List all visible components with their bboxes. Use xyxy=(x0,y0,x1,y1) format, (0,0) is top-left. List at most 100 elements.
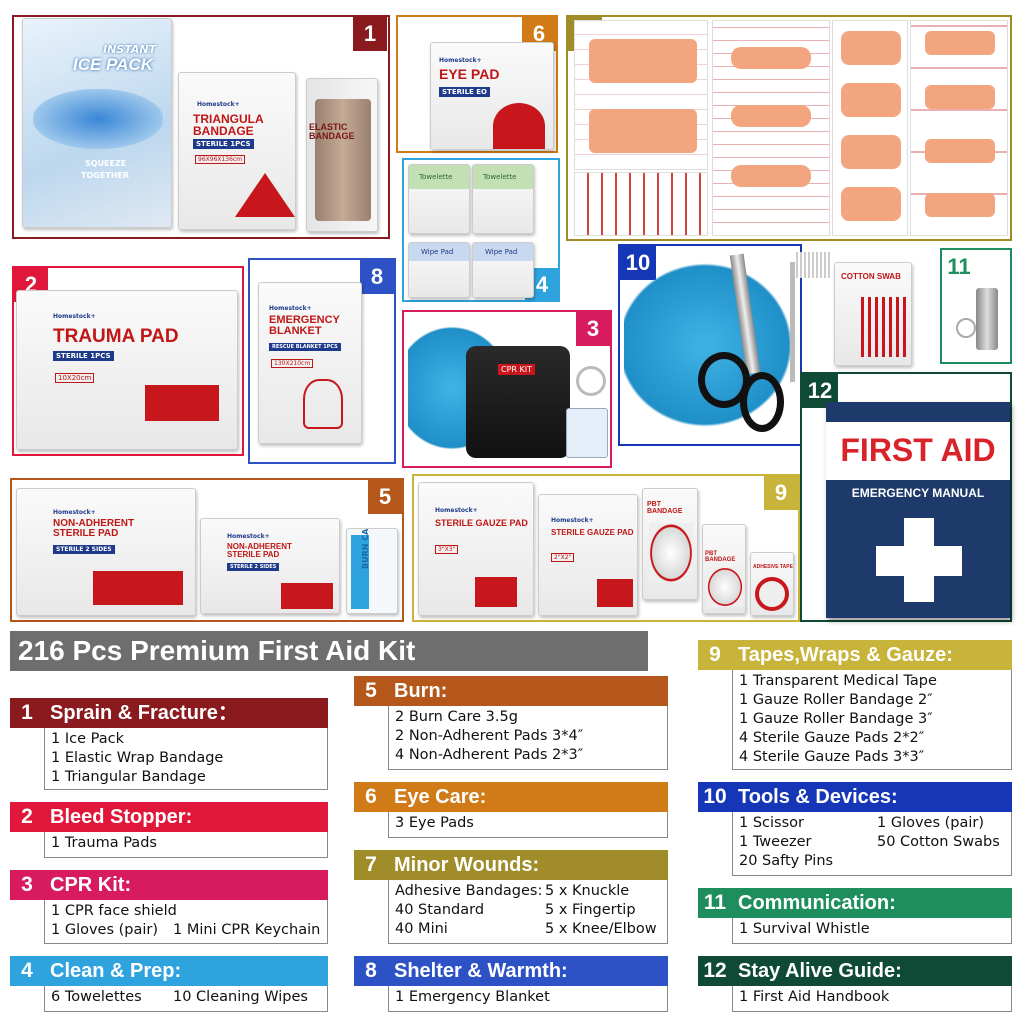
blanket-size: 130X210cm xyxy=(271,359,314,368)
category-6-title: Eye Care: xyxy=(394,786,487,808)
bandage-strip-5 xyxy=(731,165,811,187)
trauma-size: 10X20cm xyxy=(55,373,95,383)
towelette-band-1 xyxy=(409,165,469,189)
category-11: 11 Communication: 1 Survival Whistle xyxy=(698,888,1012,946)
eye-pad-sterile: STERILE EO xyxy=(439,87,491,97)
elastic-roll xyxy=(315,99,371,221)
pbt-small-title: PBT BANDAGE xyxy=(705,551,736,563)
pbt-large-title: PBT BANDAGE xyxy=(647,501,683,515)
gauze-large-size: 3"X3" xyxy=(435,545,459,554)
na-large-red-patch xyxy=(93,571,183,605)
blanket-sterile: RESCUE BLANKET 1PCS xyxy=(269,343,341,351)
category-7: 7 Minor Wounds: Adhesive Bandages: 5 x K… xyxy=(354,850,668,946)
knuckle-1 xyxy=(841,31,901,65)
bandage-strip-4 xyxy=(731,105,811,127)
category-11-body: 1 Survival Whistle xyxy=(732,918,1012,944)
na-large-title: NON-ADHERENT STERILE PAD xyxy=(53,518,135,539)
category-1: 1 Sprain & Fracture： 1 Ice Pack 1 Elasti… xyxy=(10,698,328,792)
category-8-number: 8 xyxy=(365,959,377,982)
triangular-sterile: STERILE 1PCS xyxy=(193,139,254,149)
eye-pad-title: EYE PAD xyxy=(439,66,500,82)
badge-11: 11 xyxy=(942,250,976,284)
bandage-strip-2 xyxy=(589,109,697,153)
category-12-item: 1 First Aid Handbook xyxy=(739,989,890,1005)
eye-pad-red-oval xyxy=(493,103,545,149)
category-9-item: 1 Gauze Roller Bandage 2″ xyxy=(739,692,933,708)
adhesive-tape-pack: ADHESIVE TAPE xyxy=(750,552,794,616)
group-8-frame xyxy=(248,258,396,464)
category-3-number: 3 xyxy=(21,873,33,896)
category-8-item: 1 Emergency Blanket xyxy=(395,989,550,1005)
bandage-strip-1 xyxy=(589,39,697,83)
pbt-large-pack: PBT BANDAGE xyxy=(642,488,698,600)
eye-pad-brand: Homestock+ xyxy=(439,57,482,64)
bandage-stack xyxy=(712,20,830,236)
category-10-pair-left: 1 Scissor xyxy=(739,815,804,831)
fingertip-1 xyxy=(925,31,995,55)
category-4-header: 4 Clean & Prep: xyxy=(10,956,328,986)
category-12-title: Stay Alive Guide: xyxy=(738,960,902,982)
gauze-small-title: STERILE GAUZE PAD xyxy=(551,528,634,537)
category-4-number: 4 xyxy=(21,959,33,982)
wipe-band-1 xyxy=(409,243,469,261)
category-3-pair-row: 1 Gloves (pair) 1 Mini CPR Keychain xyxy=(51,921,321,940)
category-4-pair-left: 6 Towelettes xyxy=(51,989,142,1005)
cpr-face-shield xyxy=(566,408,608,458)
category-5-header: 5 Burn: xyxy=(354,676,668,706)
category-1-title: Sprain & Fracture： xyxy=(50,702,238,724)
category-2-item: 1 Trauma Pads xyxy=(51,835,157,851)
category-10-header: 10 Tools & Devices: xyxy=(698,782,1012,812)
gauze-large-red-patch xyxy=(475,577,517,607)
category-1-item: 1 Triangular Bandage xyxy=(51,769,206,785)
triangular-brand: Homestock+ xyxy=(197,101,240,108)
blanket-brand: Homestock+ xyxy=(269,305,312,312)
category-12: 12 Stay Alive Guide: 1 First Aid Handboo… xyxy=(698,956,1012,1014)
eye-pad-pack: Homestock+ EYE PAD STERILE EO xyxy=(430,42,554,150)
triangular-size: 96X96X136cm xyxy=(195,155,246,164)
category-7-pair-right: 5 x Knee/Elbow xyxy=(545,921,657,937)
category-1-item: 1 Ice Pack xyxy=(51,731,124,747)
triangular-bandage-pack: Homestock+ TRIANGULA BANDAGE STERILE 1PC… xyxy=(178,72,296,230)
category-9-item: 4 Sterile Gauze Pads 3*3″ xyxy=(739,749,925,765)
category-10-pair-right: 50 Cotton Swabs xyxy=(877,834,1000,850)
category-4-pair-row: 6 Towelettes 10 Cleaning Wipes xyxy=(51,988,321,1007)
kit-title-banner: 216 Pcs Premium First Aid Kit xyxy=(10,631,648,671)
survival-whistle xyxy=(976,288,998,350)
ice-pack-line1: INSTANT xyxy=(103,43,157,56)
category-12-number: 12 xyxy=(703,959,727,982)
triangular-red-triangle xyxy=(235,173,295,217)
badge-9: 9 xyxy=(764,476,798,510)
towelette-label-2: Towelette xyxy=(483,173,517,181)
category-2-title: Bleed Stopper: xyxy=(50,806,193,828)
category-10: 10 Tools & Devices: 1 Scissor 1 Gloves (… xyxy=(698,782,1012,878)
group-12-frame xyxy=(800,372,1012,622)
category-5-body: 2 Burn Care 3.5g 2 Non-Adherent Pads 3*4… xyxy=(388,706,668,770)
trauma-red-patch xyxy=(145,385,219,421)
category-11-number: 11 xyxy=(703,891,727,914)
category-3-title: CPR Kit: xyxy=(50,874,132,896)
na-small-title: NON-ADHERENT STERILE PAD xyxy=(227,542,292,559)
towelette-label-1: Towelette xyxy=(419,173,453,181)
tape-roll xyxy=(755,577,789,611)
category-8: 8 Shelter & Warmth: 1 Emergency Blanket xyxy=(354,956,668,1014)
category-5-item: 2 Non-Adherent Pads 3*4″ xyxy=(395,728,584,744)
ice-pack-liquid xyxy=(33,89,163,149)
group-1-frame xyxy=(12,15,390,239)
category-4-body: 6 Towelettes 10 Cleaning Wipes xyxy=(44,986,328,1012)
gauze-large-brand: Homestock+ xyxy=(435,507,478,514)
category-9-body: 1 Transparent Medical Tape 1 Gauze Rolle… xyxy=(732,670,1012,770)
category-1-header: 1 Sprain & Fracture： xyxy=(10,698,328,728)
cpr-keyring xyxy=(576,366,606,396)
towelette-band-2 xyxy=(473,165,533,189)
manual-cross-h xyxy=(876,546,962,576)
manual-top-band xyxy=(826,422,1010,480)
burn-care-band xyxy=(351,535,369,609)
gauze-small-brand: Homestock+ xyxy=(551,517,594,524)
category-2-body: 1 Trauma Pads xyxy=(44,832,328,858)
group-4-frame xyxy=(402,158,560,302)
adhesive-tape-title: ADHESIVE TAPE xyxy=(753,564,793,570)
elastic-title: ELASTIC BANDAGE xyxy=(309,122,355,141)
pbt-small-roll xyxy=(707,567,743,607)
badge-3: 3 xyxy=(576,312,610,346)
knuckle-2 xyxy=(841,83,901,117)
